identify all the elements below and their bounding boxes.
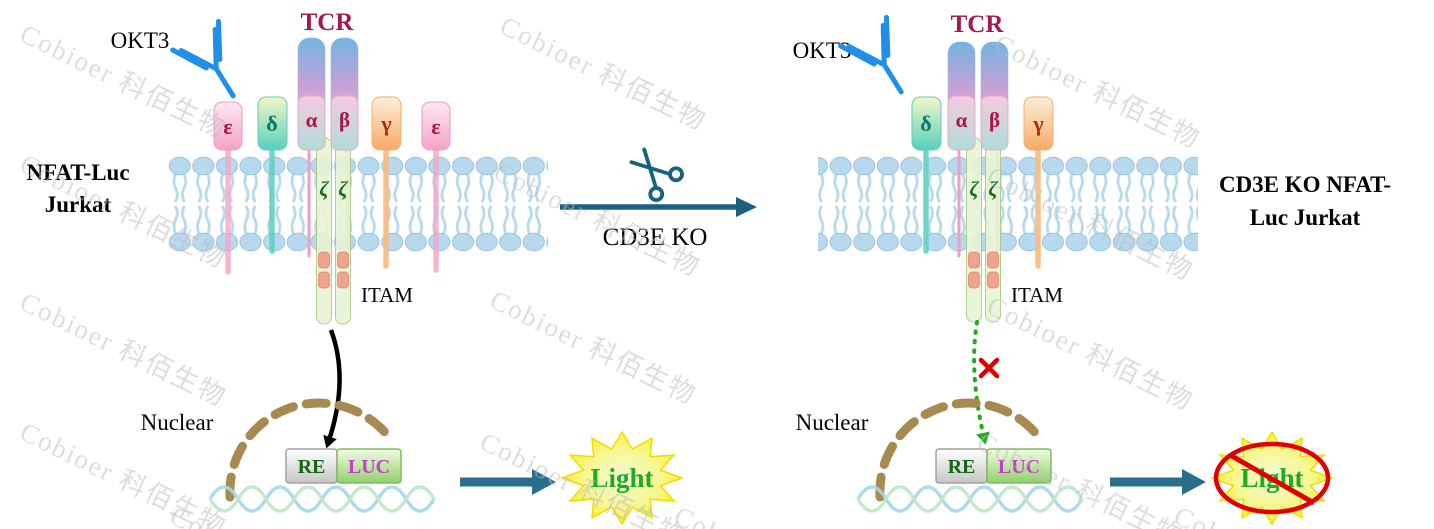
tcr-title: TCR (301, 9, 355, 36)
nuclear-label: Nuclear (141, 410, 214, 435)
zeta-label: ζ (969, 177, 979, 201)
cd3-epsilon-subunit (421, 101, 451, 151)
delta-label: δ (920, 111, 931, 136)
dna-helix (856, 485, 1084, 513)
itam-motif (987, 251, 999, 269)
alpha-domain (947, 95, 976, 151)
itam-label: ITAM (1011, 283, 1063, 307)
zeta-chains (316, 137, 351, 325)
right-panel: δ α β γ ζ ζ TCR OKT3 CD3E KO NFAT- Luc J… (793, 11, 1391, 526)
right-cell-name-line1: CD3E KO NFAT- (1219, 172, 1391, 197)
delta-label: δ (266, 111, 277, 136)
itam-motif (318, 271, 330, 289)
cell-membrane (168, 156, 548, 252)
watermark-text: Cobioer 科佰生物 (15, 286, 231, 412)
scissors-icon (629, 147, 684, 202)
luc-box (336, 448, 402, 484)
watermark-text: Cobioer 科佰生物 (989, 28, 1205, 154)
nuclear-envelope (875, 398, 1043, 502)
ko-arrow-label: CD3E KO (603, 224, 708, 251)
light-label: Light (590, 463, 653, 493)
cell-membrane (818, 156, 1198, 252)
signal-arrow (323, 329, 342, 449)
zeta-label: ζ (338, 177, 348, 201)
gamma-label: γ (1032, 111, 1043, 136)
itam-motif (337, 251, 349, 269)
okt3-label: OKT3 (793, 38, 852, 63)
cd3-gamma-subunit (1023, 96, 1054, 151)
zeta-label: ζ (319, 177, 329, 201)
cd3-delta-subunit (911, 96, 942, 151)
watermark-text: Cobioer 科佰生物 (669, 500, 885, 529)
itam-motif (968, 251, 980, 269)
okt3-label: OKT3 (111, 28, 170, 53)
watermark-text: Cobioer 科佰生物 (982, 290, 1198, 416)
right-cell-name-line2: Luc Jurkat (1250, 205, 1361, 230)
alpha-domain (297, 95, 326, 151)
itam-label: ITAM (361, 283, 413, 307)
center-transition: CD3E KO (560, 147, 757, 251)
okt3-antibody-icon (170, 18, 236, 99)
left-cell-name-line2: Jurkat (45, 192, 112, 217)
luc-label: LUC (998, 456, 1040, 478)
alpha-label: α (956, 108, 968, 132)
beta-label: β (339, 108, 350, 132)
nuclear-label: Nuclear (796, 410, 869, 435)
itam-motif (987, 271, 999, 289)
tcr-complex (213, 37, 451, 151)
luc-label: LUC (348, 456, 390, 478)
luc-box (986, 448, 1052, 484)
beta-domain (980, 95, 1009, 151)
cd3-gamma-subunit (371, 96, 402, 151)
nuclear-envelope (225, 398, 393, 502)
epsilon-label: ε (223, 114, 232, 139)
tcr-title: TCR (951, 11, 1005, 38)
beta-domain (330, 95, 359, 151)
re-label: RE (298, 456, 326, 478)
epsilon-label: ε (431, 114, 440, 139)
watermark-text: Cobioer 科佰生物 (485, 284, 701, 410)
light-arrow (460, 469, 556, 495)
gamma-label: γ (380, 111, 391, 136)
zeta-chain (335, 137, 351, 325)
itam-motif (337, 271, 349, 289)
dna-helix (208, 485, 436, 513)
watermark-text: Cobioer 科佰生物 (495, 10, 711, 136)
light-burst: Light (559, 430, 685, 526)
zeta-chains (966, 137, 1001, 323)
light-burst-blocked: Light (1209, 430, 1335, 526)
beta-label: β (989, 108, 1000, 132)
zeta-chain (316, 137, 332, 325)
itam-motif (318, 251, 330, 269)
prohibition-sign (1213, 441, 1331, 515)
tcr-complex (911, 41, 1054, 151)
okt3-antibody-icon (838, 14, 904, 95)
cd3-epsilon-subunit (213, 101, 243, 151)
alpha-label: α (306, 108, 318, 132)
left-cell-name-line1: NFAT-Luc (26, 160, 129, 185)
zeta-chain (966, 137, 982, 323)
itam-motif (968, 271, 980, 289)
zeta-label: ζ (988, 177, 998, 201)
re-label: RE (948, 456, 976, 478)
ko-arrow (560, 197, 757, 217)
blocked-cross-icon (978, 357, 1000, 379)
watermark-layer: Cobioer 科佰生物 Cobioer 科佰生物 Cobioer 科佰生物 C… (15, 10, 1385, 529)
cd3-delta-subunit (257, 96, 288, 151)
light-arrow (1110, 469, 1206, 495)
blocked-signal-arrow (972, 320, 1000, 445)
left-panel: ε δ α β γ ε ζ ζ TCR OKT3 NFAT-Luc Jurkat… (26, 9, 685, 526)
